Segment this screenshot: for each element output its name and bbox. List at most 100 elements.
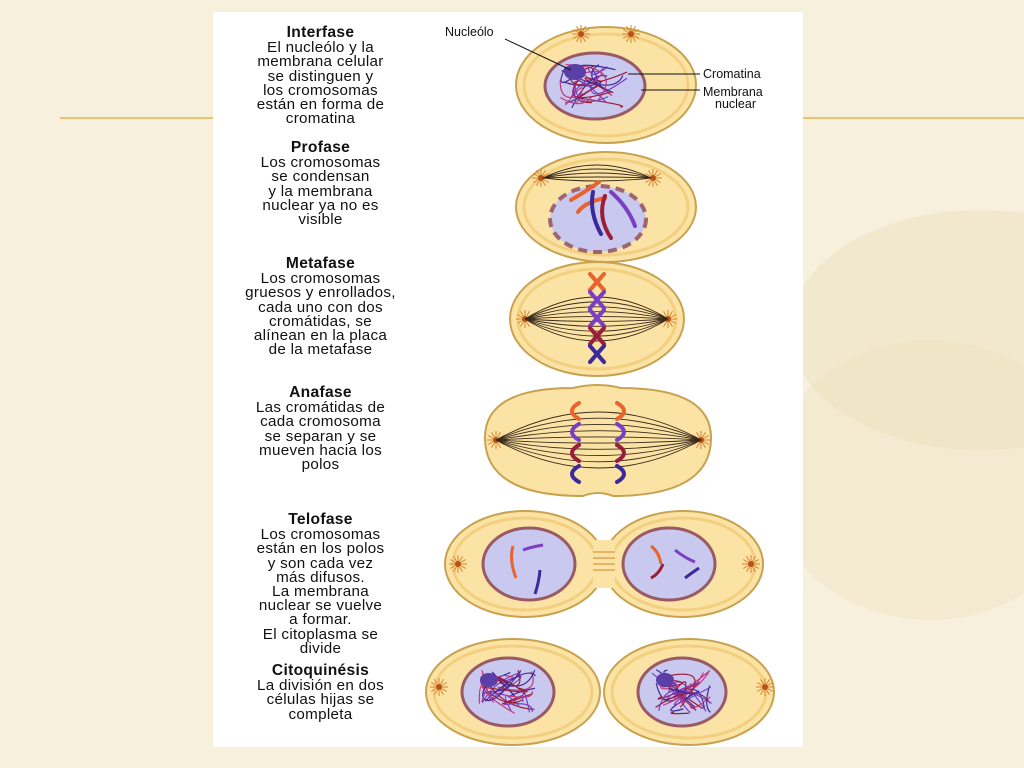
aster-ray: [543, 173, 550, 177]
stage-citoquinesis: Citoquinésis La división en dos células …: [213, 663, 428, 723]
aster-ray: [632, 36, 636, 43]
spindle-fiber: [495, 436, 702, 441]
centriole: [756, 678, 774, 696]
chromatin-fiber: [504, 703, 533, 713]
stage-title: Metafase: [285, 255, 356, 272]
centriole-core: [436, 684, 442, 690]
aster-ray: [497, 431, 501, 438]
chromatid: [570, 464, 581, 484]
cell-interfase: [515, 25, 697, 144]
cytoplasm-rim: [522, 157, 690, 257]
aster-ray: [633, 29, 640, 33]
aster-ray: [441, 688, 448, 692]
aster-ray: [430, 682, 437, 686]
chromatin-fiber: [594, 66, 608, 75]
chromosome: [609, 190, 637, 228]
aster-ray: [434, 678, 438, 685]
label-membrana-line1: Membrana: [703, 85, 763, 99]
chromatid: [570, 422, 581, 442]
cell-profase: [515, 151, 697, 263]
spindle-fiber: [542, 172, 652, 179]
chromatin-fiber: [578, 97, 623, 108]
cytoplasm-rim: [610, 644, 768, 740]
aster-ray: [648, 180, 652, 187]
nucleus: [460, 656, 556, 728]
aster-ray: [434, 689, 438, 696]
aster-ray: [532, 173, 539, 177]
stage-title: Interfase: [286, 24, 355, 41]
aster-ray: [583, 29, 590, 33]
aster-ray: [753, 559, 760, 563]
cell-membrane: [483, 384, 713, 498]
spindle-fiber: [495, 424, 702, 441]
chromatin-fiber: [676, 683, 692, 706]
aster-ray: [756, 688, 763, 692]
aster-ray: [526, 321, 530, 328]
label-nucleolo: Nucleólo: [445, 25, 494, 39]
centriole-core: [578, 31, 584, 37]
aster-ray: [460, 559, 467, 563]
chromosome: [576, 196, 607, 214]
label-membrana-group: Membrana nuclear: [641, 85, 763, 111]
mitosis-figure-panel: Interfase El nucleólo y la membrana celu…: [213, 12, 803, 747]
chromosome: [588, 290, 606, 310]
aster-ray: [703, 435, 710, 439]
label-membrana-line2: nuclear: [715, 97, 756, 111]
aster-ray: [669, 321, 673, 328]
cytoplasm-rim: [432, 644, 594, 740]
aster-ray: [576, 36, 580, 43]
chromosome: [533, 569, 542, 595]
spindle-fiber: [524, 311, 669, 320]
chromosome: [684, 566, 700, 580]
chromosome: [674, 548, 696, 564]
aster-ray: [626, 25, 630, 32]
chromosome: [650, 544, 663, 565]
centriole: [644, 169, 662, 187]
aster-ray: [766, 689, 770, 696]
spindle-fiber: [524, 306, 669, 320]
centriole-core: [762, 684, 768, 690]
aster-ray: [572, 35, 579, 39]
centriole: [430, 678, 448, 696]
stage-description: La división en dos células hijas se comp…: [257, 677, 384, 723]
spindle-fiber: [495, 439, 702, 463]
nucleolus: [656, 673, 674, 687]
stage-description: El nucleólo y la membrana celular se dis…: [256, 39, 385, 128]
nucleolus: [564, 64, 586, 80]
cytoplasm-rim: [522, 32, 690, 138]
aster-ray: [752, 566, 756, 573]
aster-ray: [441, 682, 448, 686]
chromatid: [570, 443, 581, 463]
spindle-fiber: [542, 164, 652, 179]
aster-ray: [487, 435, 494, 439]
aster-ray: [576, 25, 580, 32]
centriole-core: [650, 175, 656, 181]
chromatid: [615, 443, 626, 463]
chromosome: [588, 272, 606, 292]
stage-anafase: Anafase Las cromátidas de cada cromosoma…: [213, 385, 428, 473]
chromatin-fiber: [487, 690, 524, 704]
spindle-fiber: [495, 439, 702, 450]
aster-ray: [572, 29, 579, 33]
chromatin-fiber: [673, 686, 712, 706]
aster-ray: [516, 314, 523, 318]
chromatin-fiber: [668, 688, 694, 696]
aster-ray: [449, 565, 456, 569]
aster-ray: [767, 688, 774, 692]
spindle-fiber: [495, 439, 702, 444]
aster-ray: [766, 678, 770, 685]
aster-ray: [654, 169, 658, 176]
spindle-fiber: [542, 176, 652, 179]
spindle-fiber: [524, 318, 669, 342]
aster-ray: [459, 555, 463, 562]
aster-ray: [696, 442, 700, 449]
aster-ray: [670, 314, 677, 318]
cell-anafase: [483, 384, 713, 498]
chromosome: [588, 344, 606, 364]
aster-ray: [760, 678, 764, 685]
centriole-core: [538, 175, 544, 181]
aster-ray: [622, 29, 629, 33]
aster-ray: [626, 36, 630, 43]
aster-ray: [702, 431, 706, 438]
